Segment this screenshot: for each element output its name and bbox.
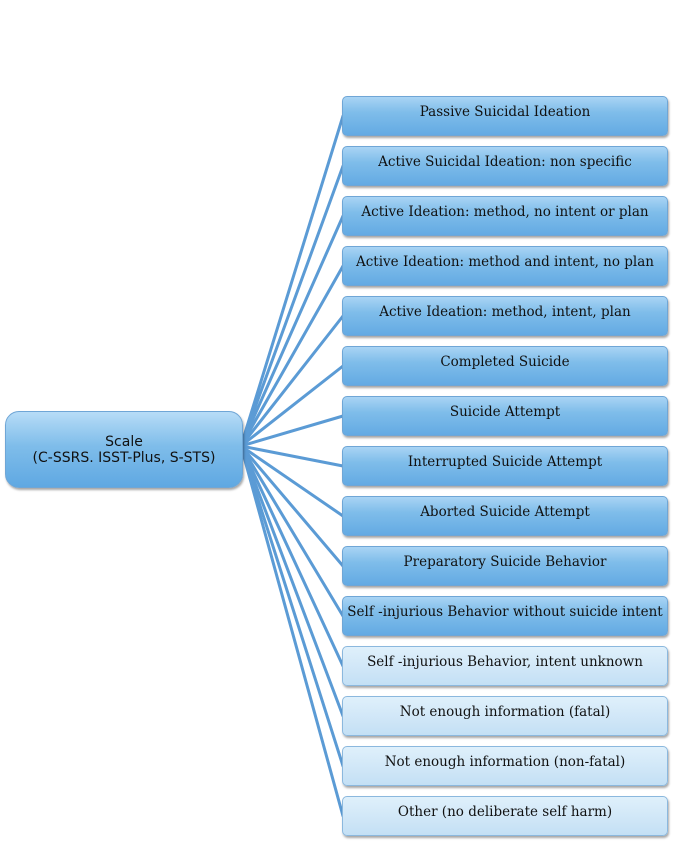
root-scale-node: Scale (C-SSRS. ISST-Plus, S-STS) [5,411,243,488]
category-label: Active Suicidal Ideation: non specific [378,153,632,170]
connector-line-8 [239,444,345,468]
category-node: Not enough information (non-fatal) [342,746,668,786]
category-label: Self -injurious Behavior, intent unknown [367,653,643,670]
category-label: Other (no deliberate self harm) [397,803,613,820]
category-node: Not enough information (fatal) [342,696,668,736]
category-label: Completed Suicide [440,353,570,370]
category-label: Preparatory Suicide Behavior [403,553,607,570]
connector-line-3 [239,214,345,448]
category-label: Active Ideation: method and intent, no p… [356,253,654,270]
category-label: Self -injurious Behavior without suicide… [347,603,663,620]
connector-line-14 [239,444,345,768]
connector-line-11 [239,444,345,618]
category-label: Passive Suicidal Ideation [419,103,591,120]
category-node: Completed Suicide [342,346,668,386]
category-node: Other (no deliberate self harm) [342,796,668,836]
connector-line-5 [239,314,345,448]
category-label: Not enough information (non-fatal) [384,753,626,770]
category-node: Active Suicidal Ideation: non specific [342,146,668,186]
category-node: Self -injurious Behavior, intent unknown [342,646,668,686]
connector-line-9 [239,444,345,518]
connector-line-4 [239,264,345,448]
category-node: Passive Suicidal Ideation [342,96,668,136]
category-node: Preparatory Suicide Behavior [342,546,668,586]
connector-line-7 [239,414,345,448]
category-node: Interrupted Suicide Attempt [342,446,668,486]
connector-line-15 [239,444,345,818]
connector-line-6 [239,364,345,448]
connector-line-2 [239,164,345,448]
connector-line-12 [239,444,345,668]
category-node: Suicide Attempt [342,396,668,436]
category-node: Aborted Suicide Attempt [342,496,668,536]
connector-line-10 [239,444,345,568]
root-subtitle: (C-SSRS. ISST-Plus, S-STS) [32,449,216,466]
category-label: Aborted Suicide Attempt [420,503,590,520]
root-title: Scale [105,433,143,450]
category-label: Not enough information (fatal) [399,703,611,720]
category-label: Interrupted Suicide Attempt [407,453,603,470]
category-node: Active Ideation: method, intent, plan [342,296,668,336]
category-node: Active Ideation: method and intent, no p… [342,246,668,286]
category-label: Active Ideation: method, intent, plan [379,303,631,320]
category-label: Suicide Attempt [449,403,561,420]
category-label: Active Ideation: method, no intent or pl… [361,203,649,220]
connector-line-13 [239,444,345,718]
category-node: Active Ideation: method, no intent or pl… [342,196,668,236]
category-node: Self -injurious Behavior without suicide… [342,596,668,636]
connector-line-1 [239,114,345,448]
